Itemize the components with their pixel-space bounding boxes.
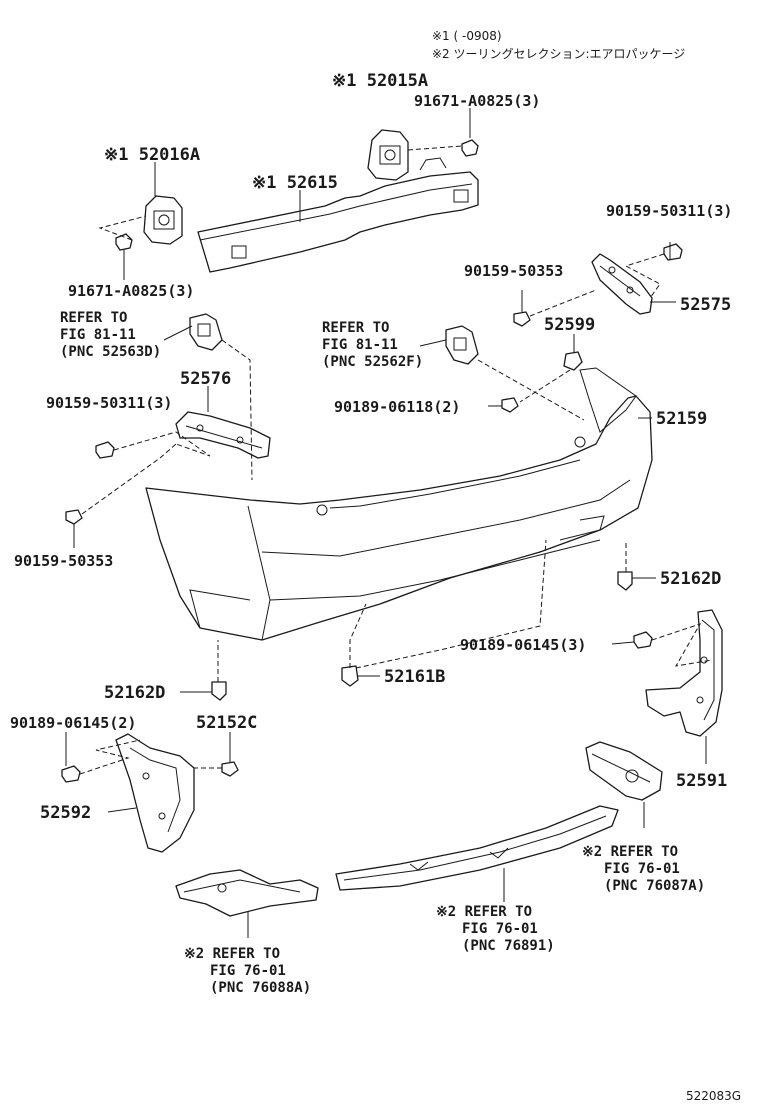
nut-52152C[interactable] xyxy=(221,761,239,777)
diagram-code: 522083G xyxy=(686,1089,741,1103)
bolt-91671-left[interactable] xyxy=(115,233,133,251)
label-52162D-right: 52162D xyxy=(660,569,721,589)
ref-52562F-line2: FIG 81-11 xyxy=(322,337,398,353)
label-90189-06145-right: 90189-06145(3) xyxy=(460,636,586,654)
ref-76088A-line2: FIG 76-01 xyxy=(210,963,286,979)
label-52575: 52575 xyxy=(680,295,731,315)
label-90159-50353-left: 90159-50353 xyxy=(14,552,113,570)
bumper-retainer-52575[interactable] xyxy=(591,253,653,315)
label-52591: 52591 xyxy=(676,771,727,791)
label-90189-06118: 90189-06118(2) xyxy=(334,398,460,416)
bumper-retainer-52576[interactable] xyxy=(175,411,271,459)
retainer-52599[interactable] xyxy=(563,351,583,371)
screw-90189-06145-left[interactable] xyxy=(61,765,81,783)
ref-52563D-line2: FIG 81-11 xyxy=(60,327,136,343)
nut-90189-06118[interactable] xyxy=(501,397,519,413)
spoiler-76087A[interactable] xyxy=(585,741,663,801)
clip-52563D[interactable] xyxy=(189,313,223,351)
label-90189-06145-left: 90189-06145(2) xyxy=(10,714,136,732)
energy-absorber-52016A[interactable] xyxy=(143,195,183,245)
ref-76088A-line3: (PNC 76088A) xyxy=(210,980,311,996)
ref-76087A-line3: (PNC 76087A) xyxy=(604,878,705,894)
note-2: ※2 ツーリングセレクション:エアロパッケージ xyxy=(432,47,685,61)
ref-76088A-line1: ※2 REFER TO xyxy=(184,946,280,962)
ref-52562F-line1: REFER TO xyxy=(322,320,389,336)
label-91671-A0825-left: 91671-A0825(3) xyxy=(68,282,194,300)
label-52592: 52592 xyxy=(40,803,91,823)
label-52159: 52159 xyxy=(656,409,707,429)
label-52016A: ※1 52016A xyxy=(104,145,200,165)
ref-52562F-line3: (PNC 52562F) xyxy=(322,354,423,370)
spoiler-76891[interactable] xyxy=(335,805,619,891)
bolt-91671-top[interactable] xyxy=(461,139,479,157)
bumper-reinforcement-52615[interactable] xyxy=(197,157,479,273)
ref-76891-line3: (PNC 76891) xyxy=(462,938,555,954)
label-52161B: 52161B xyxy=(384,667,445,687)
ref-76087A-line2: FIG 76-01 xyxy=(604,861,680,877)
screw-90159-50353-left[interactable] xyxy=(65,509,83,525)
side-bracket-52591[interactable] xyxy=(645,609,723,737)
ref-76891-line1: ※2 REFER TO xyxy=(436,904,532,920)
label-90159-50311-left: 90159-50311(3) xyxy=(46,394,172,412)
ref-76087A-line1: ※2 REFER TO xyxy=(582,844,678,860)
rear-bumper-cover-52159[interactable] xyxy=(145,367,653,641)
side-bracket-52592[interactable] xyxy=(115,733,195,853)
screw-90159-50311-right[interactable] xyxy=(663,243,683,261)
clip-52162D-left[interactable] xyxy=(211,681,227,701)
screw-90159-50353-right[interactable] xyxy=(513,311,531,327)
label-52599: 52599 xyxy=(544,315,595,335)
clip-52161B[interactable] xyxy=(341,665,359,687)
note-1: ※1 ( -0908) xyxy=(432,29,502,43)
ref-52563D-line1: REFER TO xyxy=(60,310,127,326)
label-90159-50311-right: 90159-50311(3) xyxy=(606,202,732,220)
label-52015A: ※1 52015A xyxy=(332,71,428,91)
label-52615: ※1 52615 xyxy=(252,173,338,193)
ref-52563D-line3: (PNC 52563D) xyxy=(60,344,161,360)
ref-76891-line2: FIG 76-01 xyxy=(462,921,538,937)
screw-90189-06145-right[interactable] xyxy=(633,631,653,649)
label-90159-50353-right: 90159-50353 xyxy=(464,262,563,280)
screw-90159-50311-left[interactable] xyxy=(95,441,115,459)
energy-absorber-52015A[interactable] xyxy=(367,129,409,181)
clip-52562F[interactable] xyxy=(445,325,479,365)
label-52162D-left: 52162D xyxy=(104,683,165,703)
label-91671-A0825-top: 91671-A0825(3) xyxy=(414,92,540,110)
label-52576: 52576 xyxy=(180,369,231,389)
spoiler-76088A[interactable] xyxy=(175,869,319,917)
label-52152C: 52152C xyxy=(196,713,257,733)
clip-52162D-right[interactable] xyxy=(617,571,633,591)
